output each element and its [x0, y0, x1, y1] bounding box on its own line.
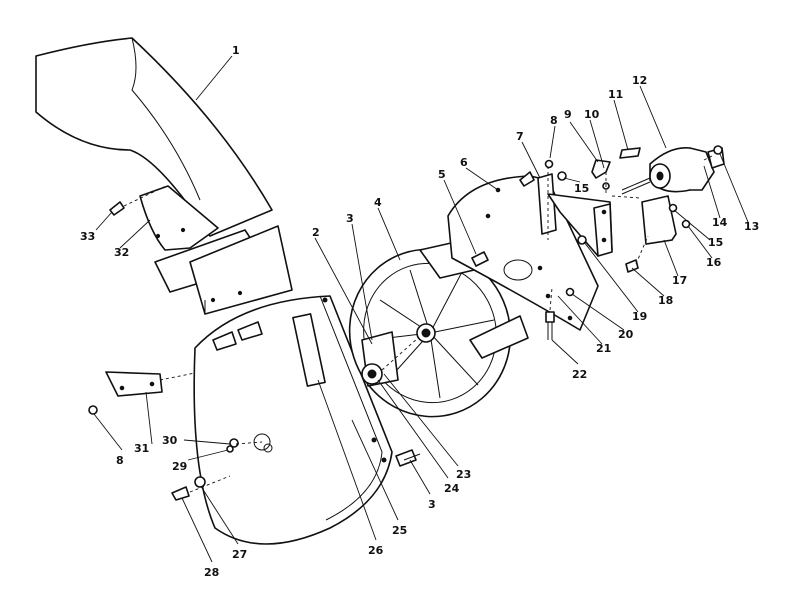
bearing-assembly: [361, 331, 419, 387]
callout-30: 30: [162, 434, 178, 447]
gearbox-bolts: [611, 145, 723, 199]
callout-31: 31: [134, 442, 149, 455]
impeller-housing: [193, 295, 393, 545]
bracket-nuts: [544, 159, 587, 297]
callout-21: 21: [596, 342, 611, 355]
callout-22: 22: [572, 368, 587, 381]
callout-11: 11: [608, 88, 623, 101]
callout-14: 14: [712, 216, 728, 229]
housing-bolt: [395, 449, 421, 467]
callout-5: 5: [438, 168, 446, 181]
callout-13: 13: [744, 220, 759, 233]
callout-1: 1: [232, 44, 240, 57]
callout-labels: 1 2 3 4 5 6 7 8 9 10 11 12 13 14 15 15 1…: [80, 44, 759, 579]
callout-8-left: 8: [116, 454, 124, 467]
callout-9: 9: [564, 108, 572, 121]
callout-18: 18: [658, 294, 673, 307]
callout-19: 19: [632, 310, 647, 323]
long-bolt: [545, 287, 555, 340]
drive-bracket: [537, 166, 613, 257]
callout-6: 6: [460, 156, 468, 169]
callout-3-lower: 3: [428, 498, 436, 511]
chute-bracket: [105, 367, 221, 397]
callout-27: 27: [232, 548, 247, 561]
callout-15-right: 15: [708, 236, 723, 249]
callout-7: 7: [516, 130, 524, 143]
callout-10: 10: [584, 108, 600, 121]
callout-20: 20: [618, 328, 634, 341]
callout-29: 29: [172, 460, 187, 473]
chute-pin: [109, 185, 167, 216]
nut-left: [88, 405, 98, 415]
rear-plate: [447, 171, 599, 331]
callout-16: 16: [706, 256, 722, 269]
callout-25: 25: [392, 524, 407, 537]
callout-15-upper: 15: [574, 182, 589, 195]
housing-hardware: [171, 438, 263, 501]
callout-2: 2: [312, 226, 320, 239]
callout-17: 17: [672, 274, 687, 287]
callout-26: 26: [368, 544, 384, 557]
callout-24: 24: [444, 482, 460, 495]
callout-4: 4: [374, 196, 382, 209]
callout-8-upper: 8: [550, 114, 558, 127]
callout-12: 12: [632, 74, 647, 87]
callout-23: 23: [456, 468, 471, 481]
chute-lower: [154, 225, 293, 315]
callout-3-upper: 3: [346, 212, 354, 225]
leader-lines: [93, 55, 749, 563]
pins-and-clips: [591, 147, 641, 196]
callout-28: 28: [204, 566, 219, 579]
callout-32: 32: [114, 246, 129, 259]
chute-deflector: [139, 185, 219, 251]
mount-screw: [625, 235, 649, 273]
mount-bracket: [641, 195, 691, 245]
callout-33: 33: [80, 230, 95, 243]
plate-bolt: [471, 251, 489, 267]
